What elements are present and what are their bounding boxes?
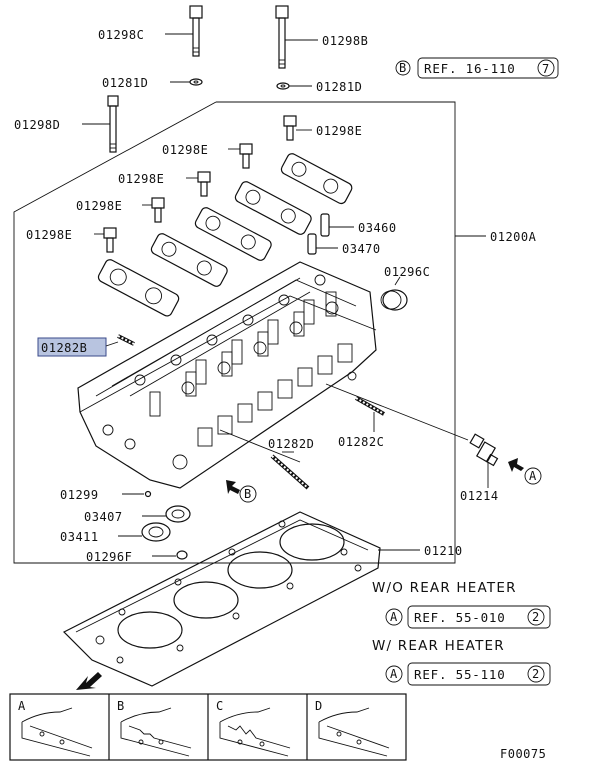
wo-rear-heater-ref[interactable]: A REF. 55-010 2 bbox=[385, 605, 551, 629]
stud-01282d bbox=[270, 454, 310, 490]
label-01200a: 01200A bbox=[490, 230, 537, 244]
gasket-variant-c: C bbox=[216, 699, 291, 757]
label-01298e-1: 01298E bbox=[316, 124, 362, 138]
svg-text:2: 2 bbox=[532, 610, 540, 624]
seal-03411 bbox=[141, 522, 171, 542]
label-03407: 03407 bbox=[84, 510, 123, 524]
w-rear-heater-ref[interactable]: A REF. 55-110 2 bbox=[385, 662, 551, 686]
label-01298c: 01298C bbox=[98, 28, 144, 42]
label-01296f: 01296F bbox=[86, 550, 132, 564]
label-01282c: 01282C bbox=[338, 435, 384, 449]
highlight-01282b[interactable] bbox=[37, 337, 107, 357]
sensor-01214 bbox=[469, 433, 499, 467]
label-01281d-right: 01281D bbox=[316, 80, 362, 94]
head-gasket-01210 bbox=[62, 511, 381, 687]
label-01298e-3: 01298E bbox=[118, 172, 164, 186]
svg-text:D: D bbox=[315, 699, 323, 713]
bolt-01298b bbox=[275, 5, 289, 69]
bolt-01298c bbox=[189, 5, 203, 57]
label-01282b: 01282B bbox=[41, 341, 87, 355]
label-01298e-5: 01298E bbox=[26, 228, 72, 242]
bolt-01298d bbox=[107, 95, 119, 153]
seal-03407 bbox=[165, 505, 191, 523]
plug-01296c bbox=[380, 289, 408, 311]
svg-text:REF. 55-110: REF. 55-110 bbox=[414, 667, 506, 682]
gasket-variant-b: B bbox=[117, 699, 192, 757]
label-01296c: 01296C bbox=[384, 265, 430, 279]
svg-text:A: A bbox=[18, 699, 26, 713]
gasket-variant-d: D bbox=[315, 699, 390, 757]
svg-text:C: C bbox=[216, 699, 224, 713]
svg-text:2: 2 bbox=[532, 667, 540, 681]
wo-rear-heater-title: W/O REAR HEATER bbox=[372, 580, 517, 596]
ref-b-text: REF. 16-110 bbox=[424, 61, 516, 76]
dowel-03460 bbox=[320, 213, 330, 237]
svg-text:7: 7 bbox=[542, 62, 550, 76]
svg-text:A: A bbox=[390, 667, 398, 681]
svg-text:REF. 55-010: REF. 55-010 bbox=[414, 610, 506, 625]
washer-01281d-left bbox=[189, 78, 203, 86]
plug-01299 bbox=[144, 490, 152, 498]
label-01281d-left: 01281D bbox=[102, 76, 148, 90]
cylinder-head bbox=[77, 261, 377, 489]
label-03470: 03470 bbox=[342, 242, 381, 256]
w-rear-heater-title: W/ REAR HEATER bbox=[372, 638, 505, 654]
washer-01281d-right bbox=[276, 82, 290, 90]
stud-01282b bbox=[117, 334, 135, 346]
cam-caps bbox=[97, 153, 353, 317]
assembly-frame bbox=[13, 101, 456, 564]
label-01298e-4: 01298E bbox=[76, 199, 122, 213]
gasket-variant-table bbox=[9, 693, 407, 761]
svg-text:B: B bbox=[399, 61, 407, 75]
stud-01282c bbox=[355, 396, 385, 416]
gasket-variant-a: A bbox=[18, 699, 93, 757]
gasket-view-arrow bbox=[76, 672, 102, 690]
label-03460: 03460 bbox=[358, 221, 397, 235]
label-01299: 01299 bbox=[60, 488, 99, 502]
label-01298e-2: 01298E bbox=[162, 143, 208, 157]
label-01298b: 01298B bbox=[322, 34, 368, 48]
svg-text:A: A bbox=[390, 610, 398, 624]
svg-text:B: B bbox=[244, 487, 252, 501]
arrow-to-a[interactable]: A bbox=[508, 458, 542, 485]
svg-text:B: B bbox=[117, 699, 125, 713]
figure-code: F00075 bbox=[500, 747, 546, 761]
arrow-to-b[interactable]: B bbox=[226, 480, 257, 503]
label-03411: 03411 bbox=[60, 530, 99, 544]
label-01210: 01210 bbox=[424, 544, 463, 558]
label-01298d: 01298D bbox=[14, 118, 60, 132]
svg-text:A: A bbox=[529, 469, 537, 483]
label-01282d: 01282D bbox=[268, 437, 314, 451]
ref-b-callout[interactable]: B REF. 16-110 7 bbox=[395, 57, 559, 79]
plug-01296f bbox=[176, 550, 188, 560]
label-01214: 01214 bbox=[460, 489, 499, 503]
dowel-03470 bbox=[307, 233, 317, 255]
